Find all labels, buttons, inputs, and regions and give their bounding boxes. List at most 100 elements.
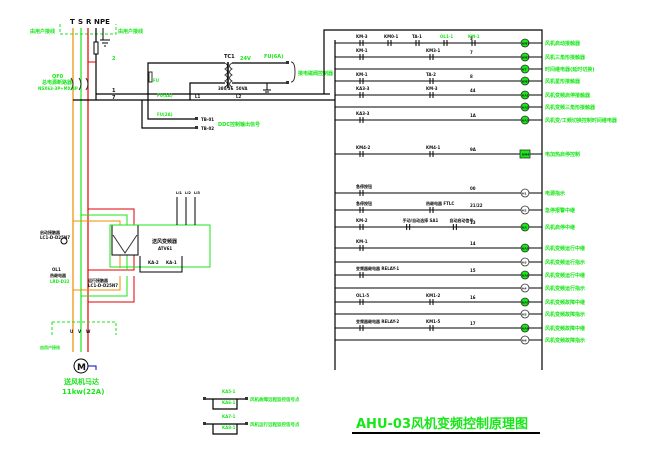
contactor-model: LC1-D-D25N7 xyxy=(88,283,118,288)
drawing-title: AHU-03风机变频控制原理图 xyxy=(356,416,528,432)
contact-label: KM1-5 xyxy=(426,319,441,324)
contact-label: 手动/自动选择 SA1 xyxy=(403,217,439,223)
contact-label: KA6-1 xyxy=(222,400,236,405)
user-wiring-label-right: 由用户接线 xyxy=(118,28,143,35)
motor-rating: 11kw(22A) xyxy=(62,388,104,396)
contact-label: KM-1 xyxy=(356,48,368,53)
valve-label: 接电磁阀控制器 xyxy=(297,70,334,77)
rung-label: 风机变频运行中继 xyxy=(545,272,585,279)
fuse-icon xyxy=(93,41,99,55)
rung-label: 风机变频运行指示 xyxy=(545,285,585,292)
contact-label: KM-1 xyxy=(356,72,368,77)
wire-number: 9A xyxy=(470,147,477,152)
fuse-label: FU xyxy=(153,78,159,83)
relay-coil-icon xyxy=(520,102,530,112)
coil-label: H3 xyxy=(522,261,527,265)
relay-coil-icon xyxy=(520,52,530,62)
primary-label: L2 xyxy=(236,94,242,99)
coil-label: H1 xyxy=(522,192,527,196)
indicator-lamp-icon xyxy=(520,188,530,198)
contact-label: KM-3 xyxy=(426,86,438,91)
contact-label: TA-1 xyxy=(412,34,422,39)
coil-label: KA5 xyxy=(522,247,529,251)
rung-label: 时间继电器(延时切换) xyxy=(545,66,595,73)
transformer-va: 50VA xyxy=(236,86,248,91)
breaker-name: 总电源断路器 xyxy=(42,79,73,86)
overload-model: LRD-D32 xyxy=(50,279,70,284)
wire-number: 7 xyxy=(112,95,116,101)
rung-label: 风机变频故障指示 xyxy=(545,337,585,344)
wire-number: 44 xyxy=(470,88,476,93)
contact-label: 热继电器 FTLC xyxy=(426,200,454,206)
wire-number: 3 xyxy=(470,36,473,41)
contactor-model: LC1-D-D25N7 xyxy=(40,235,70,240)
transformer-name: TC1 xyxy=(224,54,235,60)
ground-icon xyxy=(263,89,271,93)
rung-label: 风机变/工频切换控制时间继电器 xyxy=(545,117,618,124)
motor-user-box xyxy=(52,321,117,335)
fuse-label: FU(2A) xyxy=(157,112,173,117)
relay-coil-icon xyxy=(520,243,530,253)
primary-label: L1 xyxy=(195,94,201,99)
contactor-label: 启动接触器 xyxy=(40,229,61,235)
rung-label: 风机变频三角形接触器 xyxy=(545,104,596,111)
contact-label: KM3-1 xyxy=(426,48,441,53)
motor-terminal: V xyxy=(78,329,82,334)
relay-coil-icon xyxy=(520,76,530,86)
contact-label: 急停按钮 xyxy=(356,183,372,189)
contact-label: KM-1 xyxy=(356,239,368,244)
motor-circuit: 启动接触器 LC1-D-D25N7 OL1 热继电器 LRD-D32 送风变频器… xyxy=(40,191,211,396)
motor-terminal: U xyxy=(70,329,73,334)
contact-label: KA3-3 xyxy=(356,111,370,116)
wire-number: 00 xyxy=(470,186,476,191)
coil-label: KM2 xyxy=(522,56,529,60)
rung-label: 风机启动接触器 xyxy=(545,40,581,47)
feedback-label: 风机运行远程监控信号点 xyxy=(250,421,300,428)
transformer-ratio: 380/36 xyxy=(218,86,234,91)
phase-label-s: S xyxy=(78,18,83,26)
wire-number: 1A xyxy=(470,113,477,118)
coil-label: H2 xyxy=(522,209,527,213)
relay-coil-icon xyxy=(520,38,530,48)
coil-label: KA6 xyxy=(522,274,529,278)
phase-label-pe: PE xyxy=(100,18,110,26)
contact-label: KM4-2 xyxy=(356,145,371,150)
coil-label: H4 xyxy=(522,287,527,291)
rung-label: 风机星形接触器 xyxy=(545,78,581,85)
heater-coil-icon xyxy=(519,149,531,159)
contact-label: KM-1 xyxy=(468,34,480,39)
coil-label: KT xyxy=(522,68,527,72)
motor-name: 送风机马达 xyxy=(63,377,99,386)
relay-coil-icon xyxy=(520,64,530,74)
relay-coil-icon xyxy=(520,115,530,125)
wire-number: 21/22 xyxy=(470,203,483,208)
ddc-label: DDC控制输出信号 xyxy=(218,121,260,128)
rung-label: 风机变频故障中继 xyxy=(545,325,585,332)
contact-label: KA8-1 xyxy=(222,425,236,430)
contact-label: KM-2 xyxy=(356,218,368,223)
inverter-terminal: LI3 xyxy=(194,191,201,195)
contact-label: KM-3 xyxy=(356,34,368,39)
contact-label: KM0-1 xyxy=(384,34,399,39)
fuse-icon xyxy=(148,71,153,83)
feedback-signals: KA5-1 KA6-1 风机故障远程监控信号点 KA7-1 KA8-1 风机运行… xyxy=(203,389,300,435)
overload-id: OL1 xyxy=(52,267,61,272)
coil-label: H5 xyxy=(522,313,527,317)
contact-label: 急停按钮 xyxy=(356,200,372,206)
inverter-terminal: LI2 xyxy=(185,191,192,195)
indicator-lamp-icon xyxy=(520,309,530,319)
contactor-icon xyxy=(60,237,68,245)
wire-number: 15 xyxy=(470,268,476,273)
phase-label-r: R xyxy=(86,18,92,26)
rung-label: 电加热启停控制 xyxy=(545,151,580,158)
contact-label: 变频器继电器 RELAY-2 xyxy=(356,318,399,324)
contact-label: OL1-5 xyxy=(356,293,369,298)
wire-number: 1 xyxy=(112,88,116,94)
coil-label: KA xyxy=(522,226,527,230)
contact-label: KM4-1 xyxy=(426,145,441,150)
contact-label: KA3-3 xyxy=(356,86,370,91)
coil-label: KA8 xyxy=(522,327,529,331)
rung-label: 风机变频运行中继 xyxy=(545,245,585,252)
